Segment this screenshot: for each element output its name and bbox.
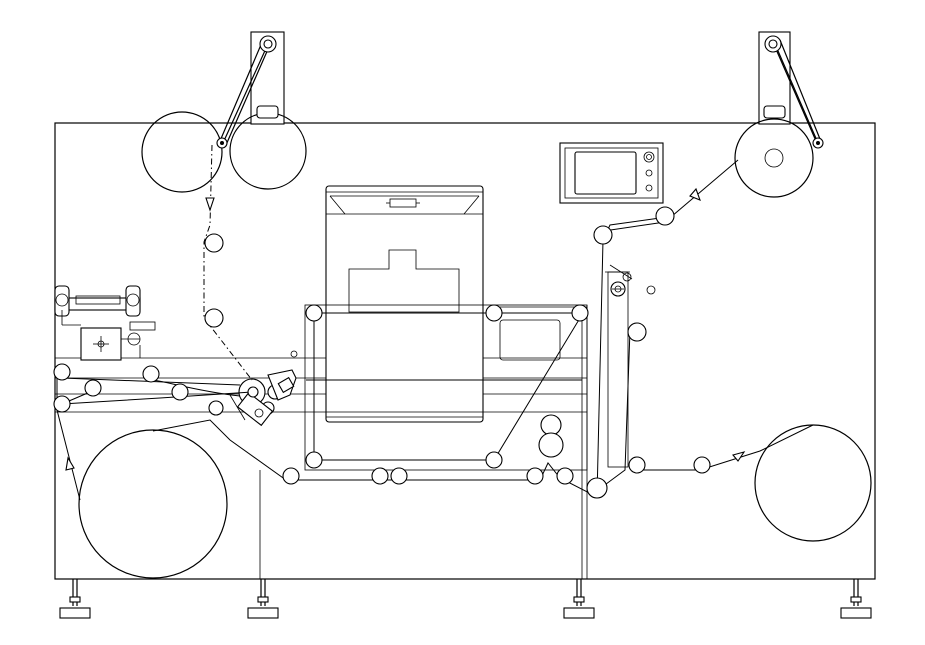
emergency-stop-button [643, 151, 655, 163]
unwind-roll [78, 429, 228, 579]
waste-rewind-right [734, 31, 824, 198]
waste-roll-left-full [141, 111, 223, 193]
waste-matrix-path [203, 144, 253, 381]
left-guide-assembly [54, 285, 156, 361]
waste-roll-right [734, 118, 814, 198]
foot-2 [247, 579, 279, 619]
die-plate [348, 249, 460, 313]
touch-screen [574, 151, 637, 195]
idler-rollers [53, 206, 711, 499]
foot-4 [840, 579, 872, 619]
leveling-feet [59, 579, 872, 619]
foot-3 [563, 579, 595, 619]
foot-1 [59, 579, 91, 619]
rewind-roll [754, 424, 872, 542]
nip-unit [229, 350, 298, 427]
tension-column [605, 264, 656, 468]
waste-rewind-left [141, 31, 307, 193]
control-panel [559, 142, 664, 204]
die-cutting-station [325, 185, 484, 423]
inner-web-frame [304, 304, 588, 471]
